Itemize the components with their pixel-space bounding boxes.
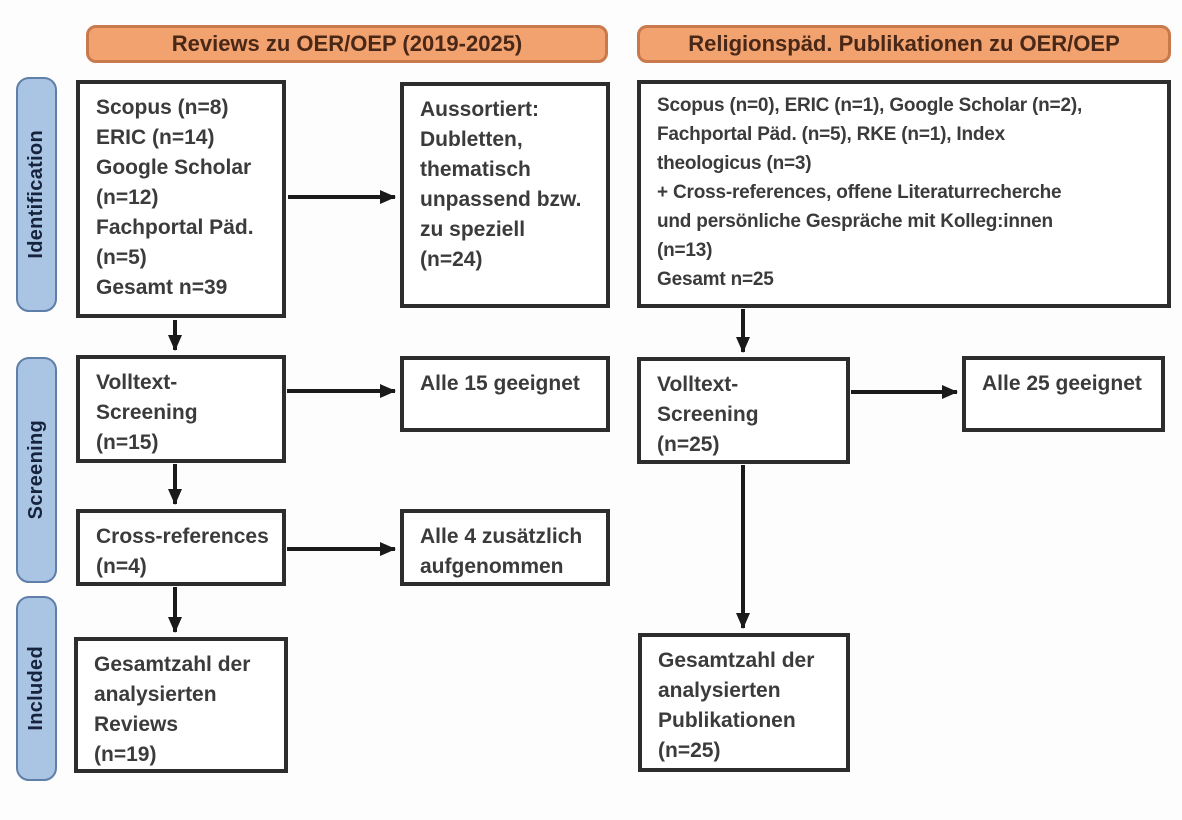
stage-label-screening-text: Screening	[25, 420, 47, 520]
box-right-fulltext-screening: Volltext- Screening (n=25)	[637, 357, 850, 464]
box-left-cross-references-result: Alle 4 zusätzlich aufgenommen	[400, 509, 610, 586]
stage-label-screening: Screening	[16, 357, 57, 583]
box-right-included-total: Gesamtzahl der analysierten Publikatione…	[638, 633, 850, 772]
box-left-included-total: Gesamtzahl der analysierten Reviews (n=1…	[74, 637, 288, 773]
box-right-identification-sources: Scopus (n=0), ERIC (n=1), Google Scholar…	[637, 80, 1171, 308]
stage-label-identification-text: Identification	[25, 130, 47, 259]
box-right-fulltext-result: Alle 25 geeignet	[962, 356, 1165, 432]
stage-label-included-text: Included	[25, 646, 47, 731]
box-left-excluded: Aussortiert: Dubletten, thematisch unpas…	[400, 82, 610, 308]
box-left-identification-sources: Scopus (n=8) ERIC (n=14) Google Scholar …	[76, 80, 286, 318]
box-left-fulltext-result: Alle 15 geeignet	[400, 356, 610, 432]
stage-label-included: Included	[16, 596, 57, 781]
box-left-fulltext-screening: Volltext- Screening (n=15)	[76, 355, 286, 463]
stage-label-identification: Identification	[16, 77, 57, 312]
box-left-cross-references: Cross-references (n=4)	[76, 509, 286, 586]
column-header-religionspaed: Religionspäd. Publikationen zu OER/OEP	[637, 25, 1171, 63]
column-header-reviews: Reviews zu OER/OEP (2019-2025)	[86, 25, 608, 63]
